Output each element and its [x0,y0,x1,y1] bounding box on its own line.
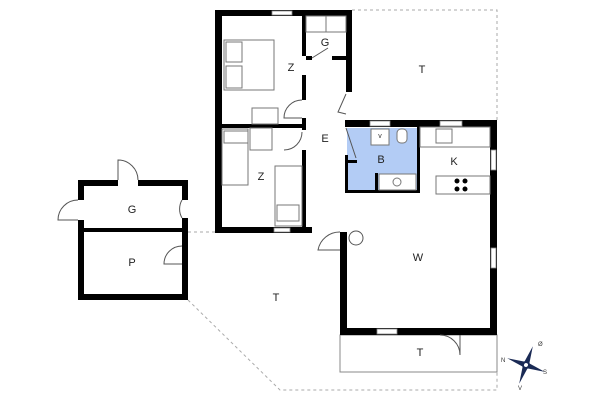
room-label-terrace-south: T [417,347,424,359]
room-label-entrance: E [321,133,328,145]
room-label-kitchen: K [450,156,458,168]
room-label-bedroom-2: Z [258,171,265,183]
compass-s: S [543,370,547,376]
doors [283,47,461,356]
room-label-annex-parking: P [128,257,135,269]
room-label-bedroom-1: Z [288,62,295,74]
room-label-terrace-north: T [419,64,426,76]
room-label-bathroom: B [377,154,384,166]
room-label-terrace-west: T [273,292,280,304]
compass-rose-icon [507,346,545,384]
compass-e: Ø [538,342,543,348]
washbasin-label: v [378,133,382,140]
furniture [221,15,491,227]
room-label-annex-storage: G [128,204,137,216]
compass-n: N [501,358,505,364]
room-label-living: W [413,252,424,264]
room-label-storage: G [321,37,330,49]
compass-w: V [518,386,522,392]
annex-walls [57,159,188,300]
